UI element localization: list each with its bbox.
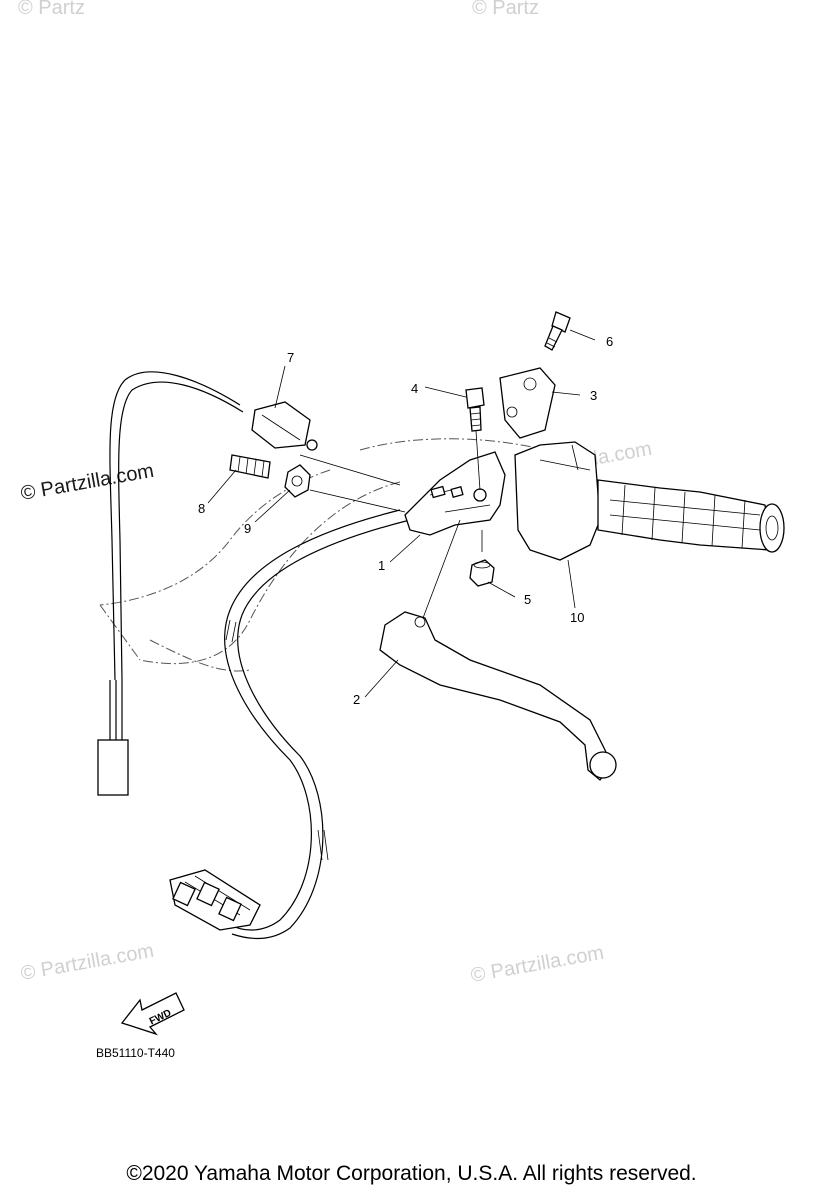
leader-lines bbox=[207, 329, 596, 698]
callout-1: 1 bbox=[378, 558, 385, 573]
callout-10: 10 bbox=[570, 610, 584, 625]
drawing-code: BB51110-T440 bbox=[96, 1046, 175, 1060]
watermark-top-center: © Partz bbox=[472, 0, 539, 19]
part-1-lever-holder bbox=[404, 451, 506, 536]
callout-9: 9 bbox=[244, 521, 251, 536]
part-6-screw bbox=[544, 311, 571, 351]
callout-8: 8 bbox=[198, 501, 205, 516]
part-3-clamp bbox=[499, 367, 556, 439]
part-8-adjuster bbox=[229, 454, 271, 479]
part-9-locknut bbox=[284, 464, 311, 498]
brake-cable bbox=[224, 509, 411, 940]
switch-wire bbox=[97, 371, 244, 796]
part-10-switch-and-grip bbox=[514, 441, 785, 561]
part-2-lever bbox=[379, 611, 617, 781]
callout-2: 2 bbox=[353, 692, 360, 707]
watermark-dark-left: © Partzilla.com bbox=[19, 460, 156, 505]
part-4-bolt bbox=[465, 387, 485, 432]
watermark-bottom-right: © Partzilla.com bbox=[469, 942, 606, 987]
wire-connector bbox=[97, 739, 129, 796]
part-5-nut bbox=[469, 559, 495, 587]
copyright-footer: ©2020 Yamaha Motor Corporation, U.S.A. A… bbox=[126, 1162, 697, 1185]
fwd-arrow: FWD bbox=[120, 992, 185, 1036]
hose-connector-assembly bbox=[169, 869, 261, 931]
part-7-brake-switch bbox=[251, 401, 318, 451]
callout-7: 7 bbox=[287, 350, 294, 365]
watermark-top-left: © Partz bbox=[18, 0, 85, 19]
fwd-arrow-icon bbox=[120, 992, 185, 1036]
callout-labels: 1 2 3 4 5 6 7 8 9 10 bbox=[198, 334, 613, 707]
callout-6: 6 bbox=[606, 334, 613, 349]
callout-3: 3 bbox=[590, 388, 597, 403]
watermark-bottom-left: © Partzilla.com bbox=[19, 940, 156, 985]
callout-5: 5 bbox=[524, 592, 531, 607]
callout-4: 4 bbox=[411, 381, 418, 396]
